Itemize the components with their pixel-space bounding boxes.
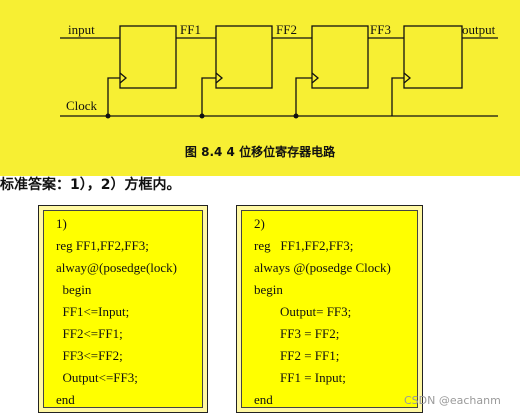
clock-label: Clock bbox=[66, 98, 98, 113]
figure-caption: 图 8.4 4 位移位寄存器电路 bbox=[184, 145, 336, 159]
code-box-2: 2) reg FF1,FF2,FF3; always @(posedge Clo… bbox=[236, 205, 423, 413]
code-line: always @(posedge Clock) bbox=[254, 260, 391, 275]
stage-label-ff1: FF1 bbox=[180, 22, 201, 37]
flip-flop-2 bbox=[215, 25, 273, 89]
code-line: FF3 = FF2; bbox=[254, 326, 340, 341]
code-line: alway@(posedge(lock) bbox=[56, 260, 177, 275]
code-line: reg FF1,FF2,FF3; bbox=[56, 238, 149, 253]
output-label: output bbox=[462, 22, 496, 37]
figure-area: input output Clock FF1 FF2 FF3 图 8.4 4 位… bbox=[0, 0, 520, 176]
answer-text: 标准答案：1），2）方框内。 bbox=[0, 177, 181, 193]
code-line: FF1 = Input; bbox=[254, 370, 346, 385]
watermark: CSDN @eachanm bbox=[404, 394, 501, 407]
input-label: input bbox=[68, 22, 95, 37]
code-line: FF1<=Input; bbox=[56, 304, 130, 319]
code-box-1: 1) reg FF1,FF2,FF3; alway@(posedge(lock)… bbox=[38, 205, 208, 413]
flip-flop-4 bbox=[403, 25, 463, 89]
code-line: end bbox=[56, 392, 75, 407]
flip-flop-3 bbox=[311, 25, 369, 89]
code-line: FF3<=FF2; bbox=[56, 348, 123, 363]
code-line: Output= FF3; bbox=[254, 304, 352, 319]
code-box-2-frame: 2) reg FF1,FF2,FF3; always @(posedge Clo… bbox=[241, 210, 418, 408]
code-line: FF2<=FF1; bbox=[56, 326, 123, 341]
stage-label-ff3: FF3 bbox=[370, 22, 391, 37]
stage-label-ff2: FF2 bbox=[276, 22, 297, 37]
code-line: end bbox=[254, 392, 273, 407]
flip-flop-1 bbox=[119, 25, 177, 89]
code-line: FF2 = FF1; bbox=[254, 348, 340, 363]
code-line: begin bbox=[56, 282, 92, 297]
code-box-1-title: 1) bbox=[56, 216, 67, 231]
code-box-2-title: 2) bbox=[254, 216, 265, 231]
code-line: Output<=FF3; bbox=[56, 370, 138, 385]
code-line: reg FF1,FF2,FF3; bbox=[254, 238, 354, 253]
code-line: begin bbox=[254, 282, 283, 297]
shift-register-diagram: input output Clock FF1 FF2 FF3 bbox=[60, 22, 498, 119]
code-box-1-frame: 1) reg FF1,FF2,FF3; alway@(posedge(lock)… bbox=[43, 210, 203, 408]
